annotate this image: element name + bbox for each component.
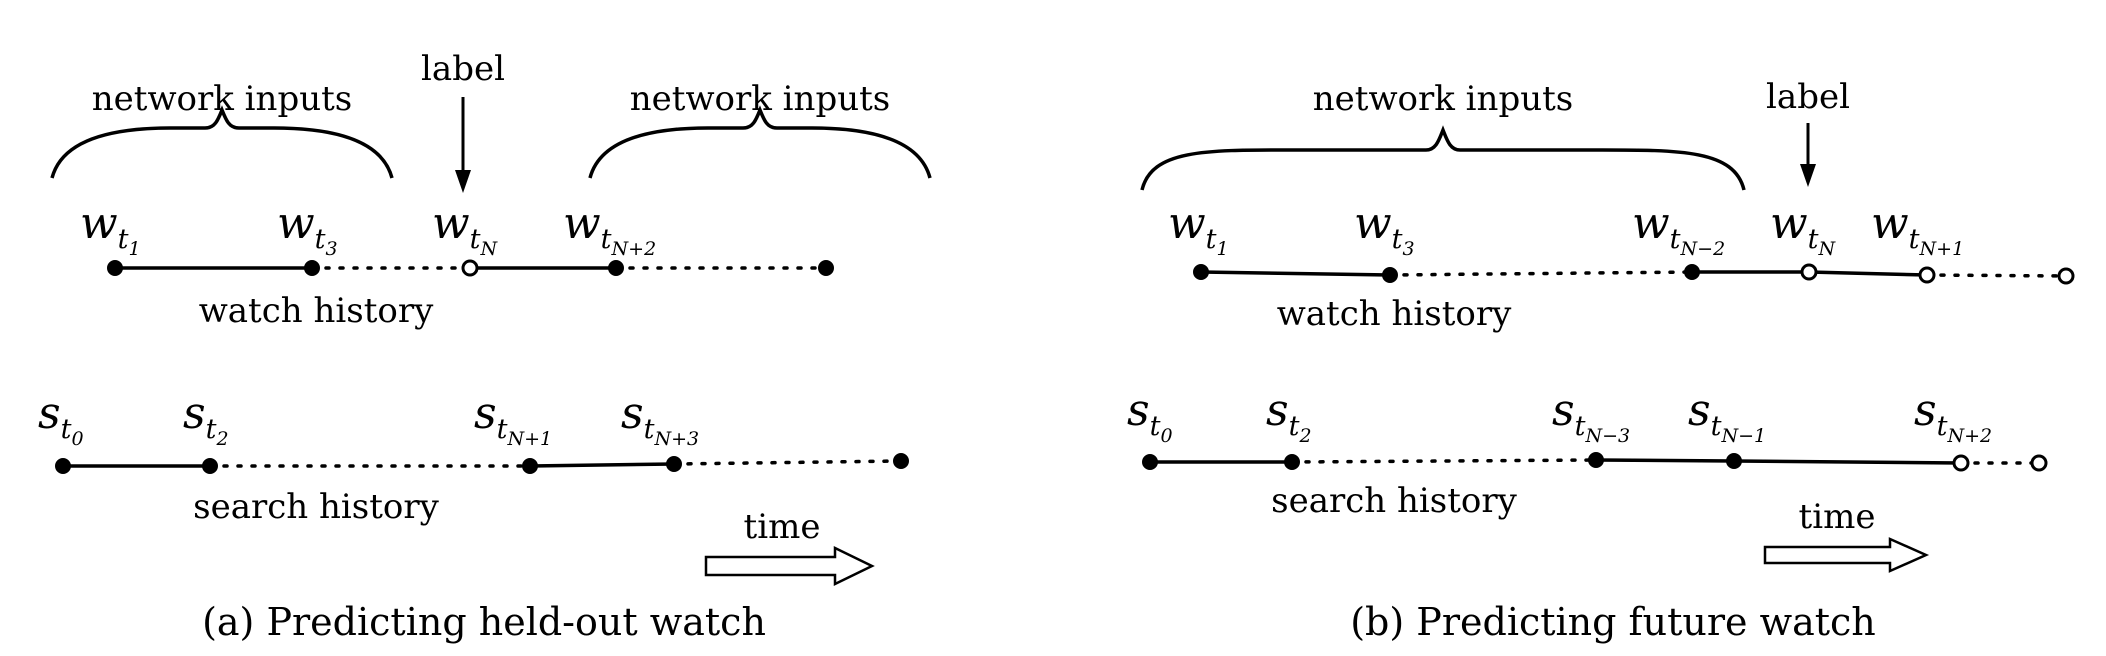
search-label-a-4: stN+3 [621, 388, 699, 450]
brace-a-right [588, 105, 932, 179]
watch-node-b-3 [1684, 264, 1700, 280]
search-node-a-3 [522, 458, 538, 474]
search-node-b-1 [1142, 454, 1158, 470]
search-a-seg3 [529, 462, 675, 468]
search-b-seg4 [1733, 459, 1962, 465]
brace-b [1140, 125, 1746, 191]
watch-label-a-1: wt1 [80, 198, 141, 260]
search-a-seg4 [672, 459, 903, 466]
time-arrow-a [704, 546, 875, 586]
watch-node-b-4 [1800, 263, 1818, 281]
watch-label-b-1: wt1 [1168, 198, 1229, 260]
search-history-label-a: search history [193, 487, 439, 527]
search-label-b-4: stN−1 [1688, 385, 1766, 447]
panel-a: network inputs network inputs label wt1 … [38, 49, 932, 644]
watch-b-seg4 [1808, 270, 1928, 277]
watch-label-b-5: wtN+1 [1871, 198, 1964, 260]
watch-b-seg2 [1388, 270, 1694, 277]
search-node-b-4 [1726, 453, 1742, 469]
watch-label-b-3: wtN−2 [1632, 198, 1725, 260]
network-inputs-b: network inputs [1313, 79, 1573, 119]
label-arrowhead-a [455, 170, 471, 193]
watch-node-b-1 [1193, 264, 1209, 280]
watch-node-b-5 [1918, 266, 1936, 284]
search-label-b-2: st2 [1266, 385, 1312, 447]
watch-history-label-b: watch history [1277, 294, 1512, 334]
watch-node-a-2 [304, 260, 320, 276]
search-node-b-3 [1588, 452, 1604, 468]
network-inputs-left-a: network inputs [92, 79, 352, 119]
label-text-a: label [421, 49, 505, 89]
search-label-a-2: st2 [183, 388, 229, 450]
search-b-seg3 [1595, 458, 1735, 463]
search-label-a-1: st0 [38, 388, 84, 450]
time-label-a: time [744, 507, 821, 547]
watch-history-label-a: watch history [199, 291, 434, 331]
watch-label-a-2: wt3 [277, 198, 338, 260]
search-node-b-5 [1952, 454, 1970, 472]
watch-label-a-4: wtN+2 [563, 198, 656, 260]
search-node-a-1 [55, 458, 71, 474]
panel-b: network inputs label wt1 wt3 wtN−2 wtN w… [1127, 77, 2075, 644]
search-label-a-3: stN+1 [474, 388, 552, 450]
watch-node-b-2 [1382, 267, 1398, 283]
caption-b: (b) Predicting future watch [1350, 600, 1876, 644]
label-arrowhead-b [1800, 164, 1816, 187]
brace-a-left [50, 105, 394, 179]
search-node-a-4 [666, 456, 682, 472]
watch-node-a-1 [107, 260, 123, 276]
time-arrow-b [1763, 537, 1930, 573]
watch-b-seg1 [1200, 270, 1391, 277]
watch-node-b-6 [2057, 267, 2075, 285]
search-label-b-1: st0 [1127, 385, 1173, 447]
search-label-b-3: stN−3 [1552, 385, 1630, 447]
watch-label-b-2: wt3 [1354, 198, 1415, 260]
search-node-b-2 [1284, 454, 1300, 470]
network-inputs-right-a: network inputs [630, 79, 890, 119]
caption-a: (a) Predicting held-out watch [202, 600, 766, 644]
time-label-b: time [1799, 497, 1876, 537]
search-b-seg2 [1290, 458, 1598, 464]
search-node-a-5 [893, 453, 909, 469]
watch-node-a-4 [608, 260, 624, 276]
watch-node-a-3 [461, 259, 479, 277]
watch-node-a-5 [818, 260, 834, 276]
search-label-b-5: stN+2 [1914, 385, 1992, 447]
search-node-b-6 [2030, 454, 2048, 472]
search-node-a-2 [202, 458, 218, 474]
watch-label-b-4: wtN [1770, 198, 1837, 260]
label-text-b: label [1766, 77, 1850, 117]
watch-b-seg5 [1925, 273, 2068, 278]
watch-label-a-3: wtN [432, 198, 499, 260]
search-history-label-b: search history [1271, 481, 1517, 521]
